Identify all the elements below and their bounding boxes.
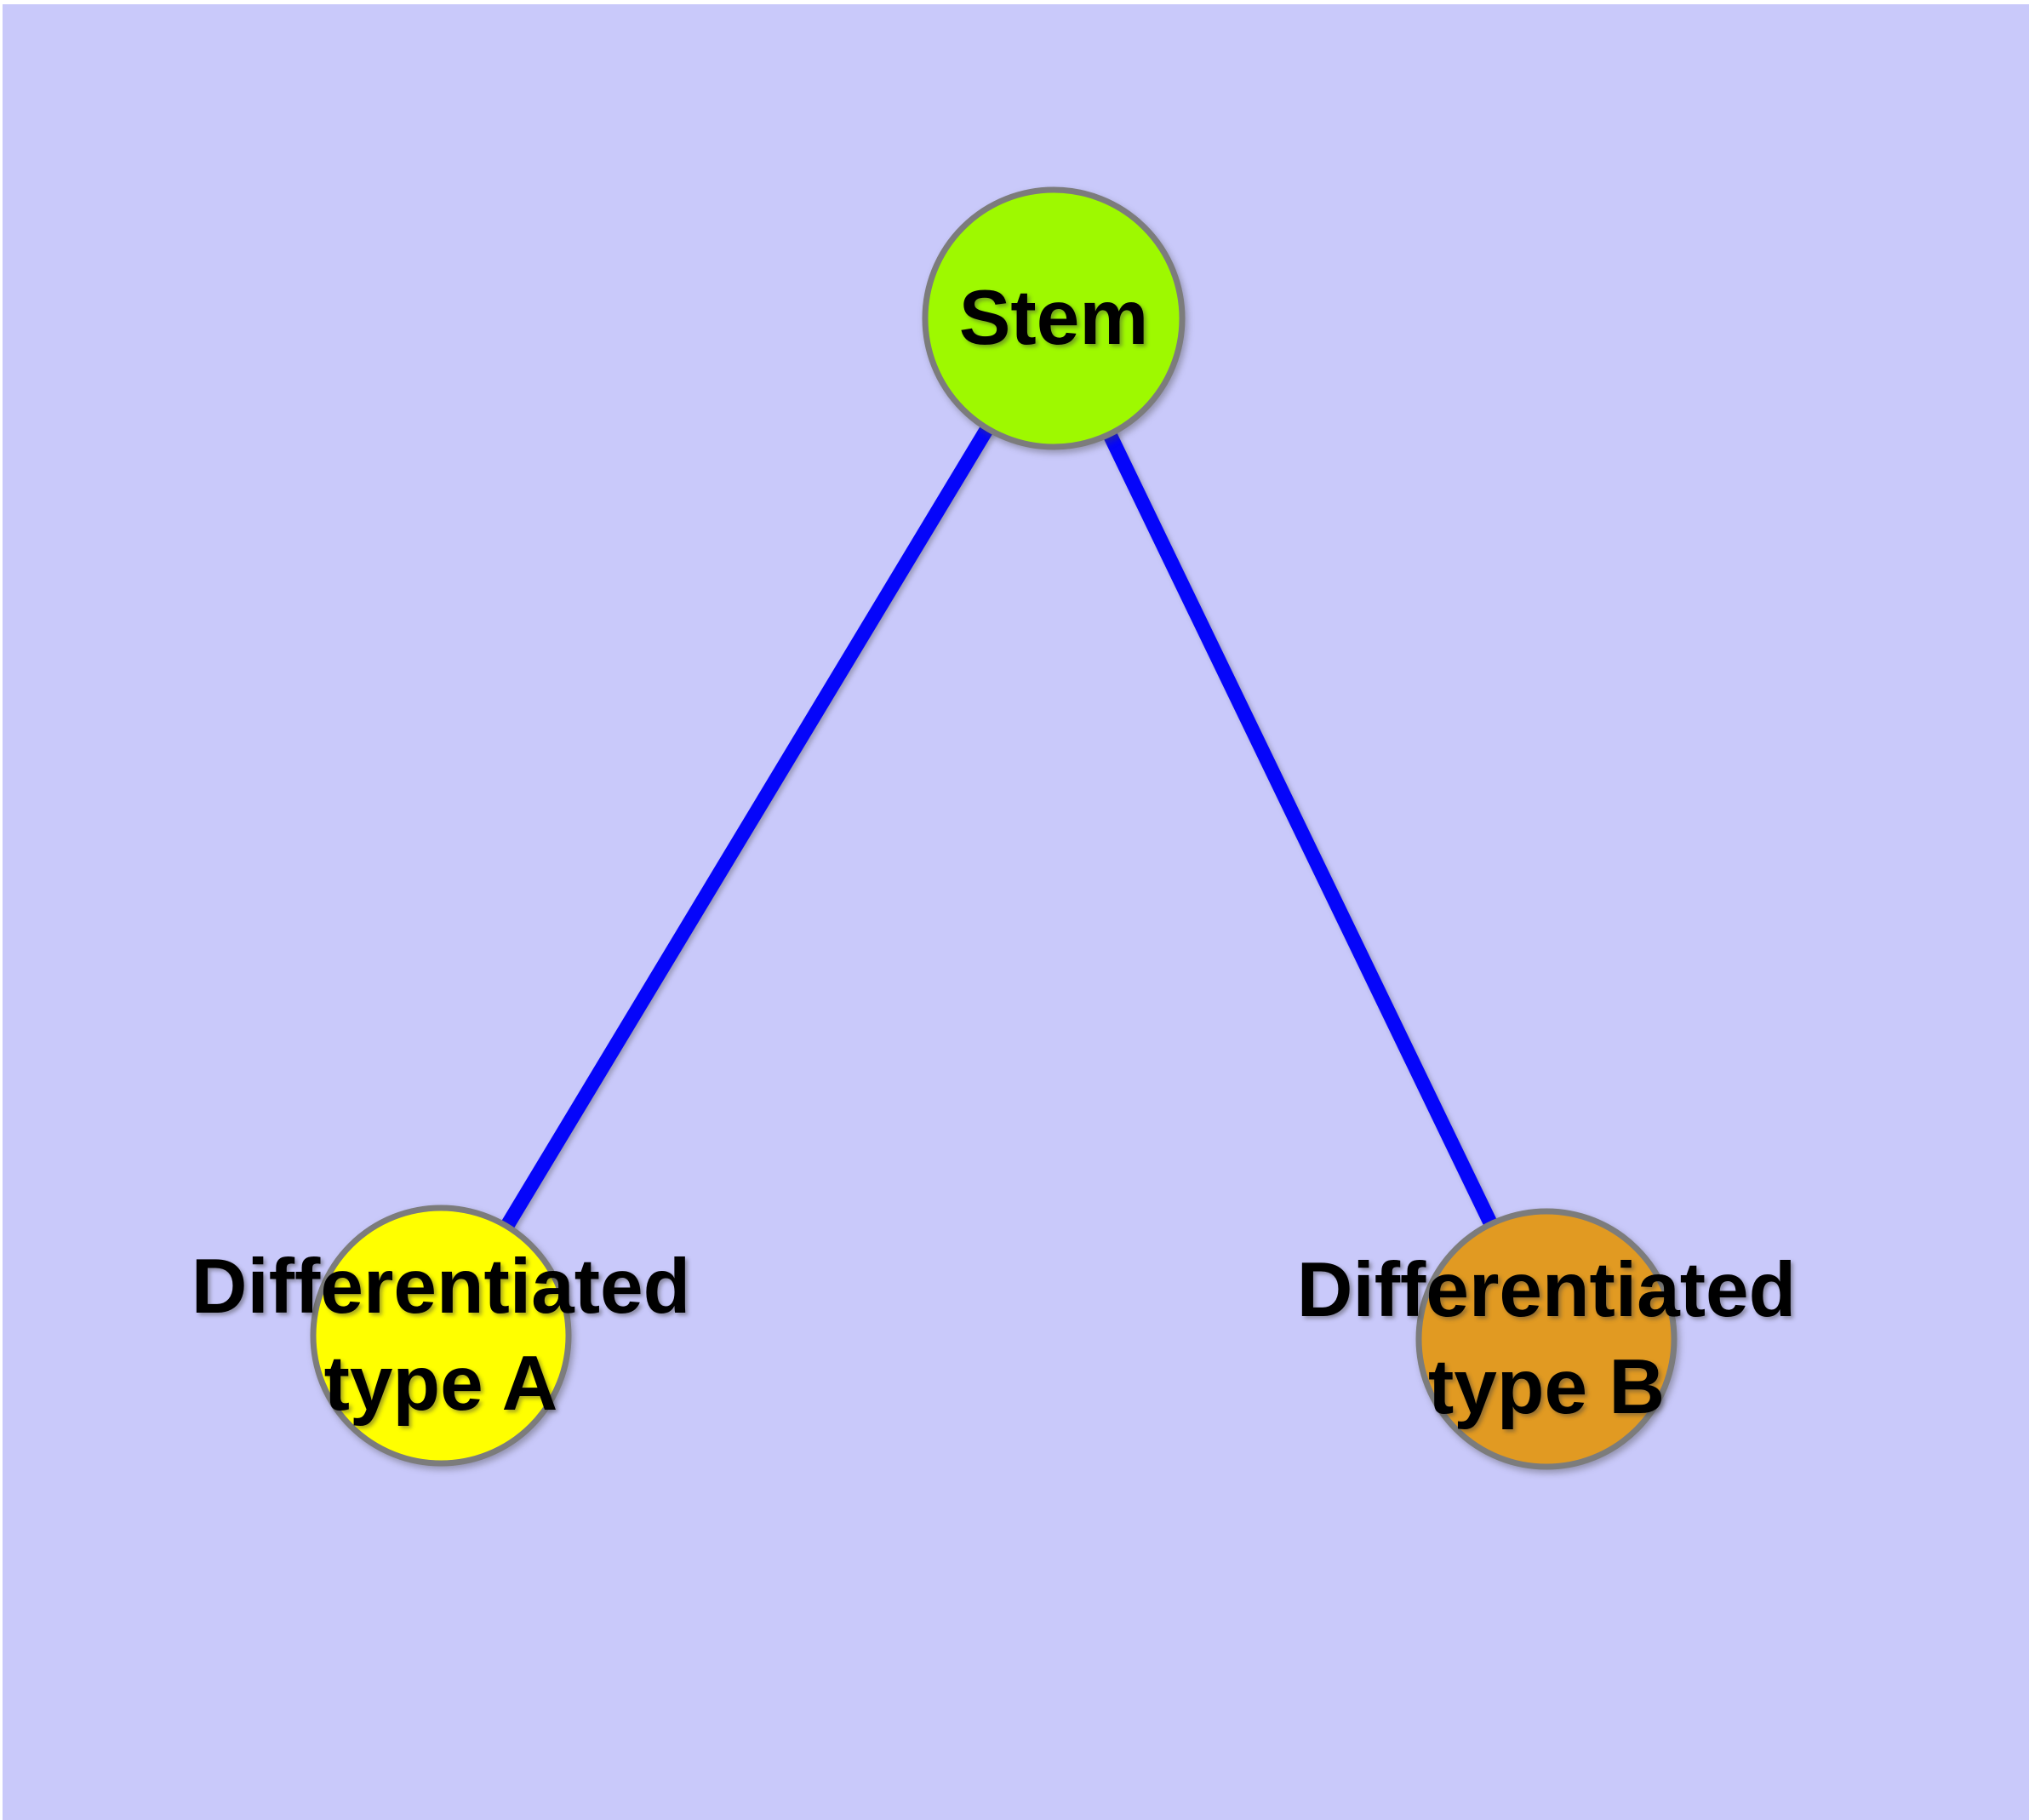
edge-stem-to-diff-a: [434, 314, 1060, 1340]
node-stem-circle: [922, 186, 1186, 450]
node-diff-b-circle: [1415, 1208, 1677, 1470]
node-label-diff-b-line2: type B: [1427, 1344, 1666, 1430]
node-label-diff-a-line2: type A: [323, 1341, 558, 1427]
edge-stem-to-diff-b: [1047, 315, 1553, 1342]
node-diff-a-circle: [310, 1205, 572, 1467]
node-label-stem: Stem: [959, 270, 1149, 367]
node-label-stem-line1: Stem: [958, 275, 1149, 361]
node-label-diff-a-line1: Differentiated: [191, 1244, 691, 1330]
node-layer: [310, 186, 1677, 1470]
node-label-diff-b: Differentiated type B: [1297, 1242, 1797, 1436]
node-label-diff-b-line1: Differentiated: [1296, 1247, 1797, 1333]
edge-layer: [434, 314, 1553, 1342]
node-label-diff-a: Differentiated type A: [191, 1239, 691, 1433]
